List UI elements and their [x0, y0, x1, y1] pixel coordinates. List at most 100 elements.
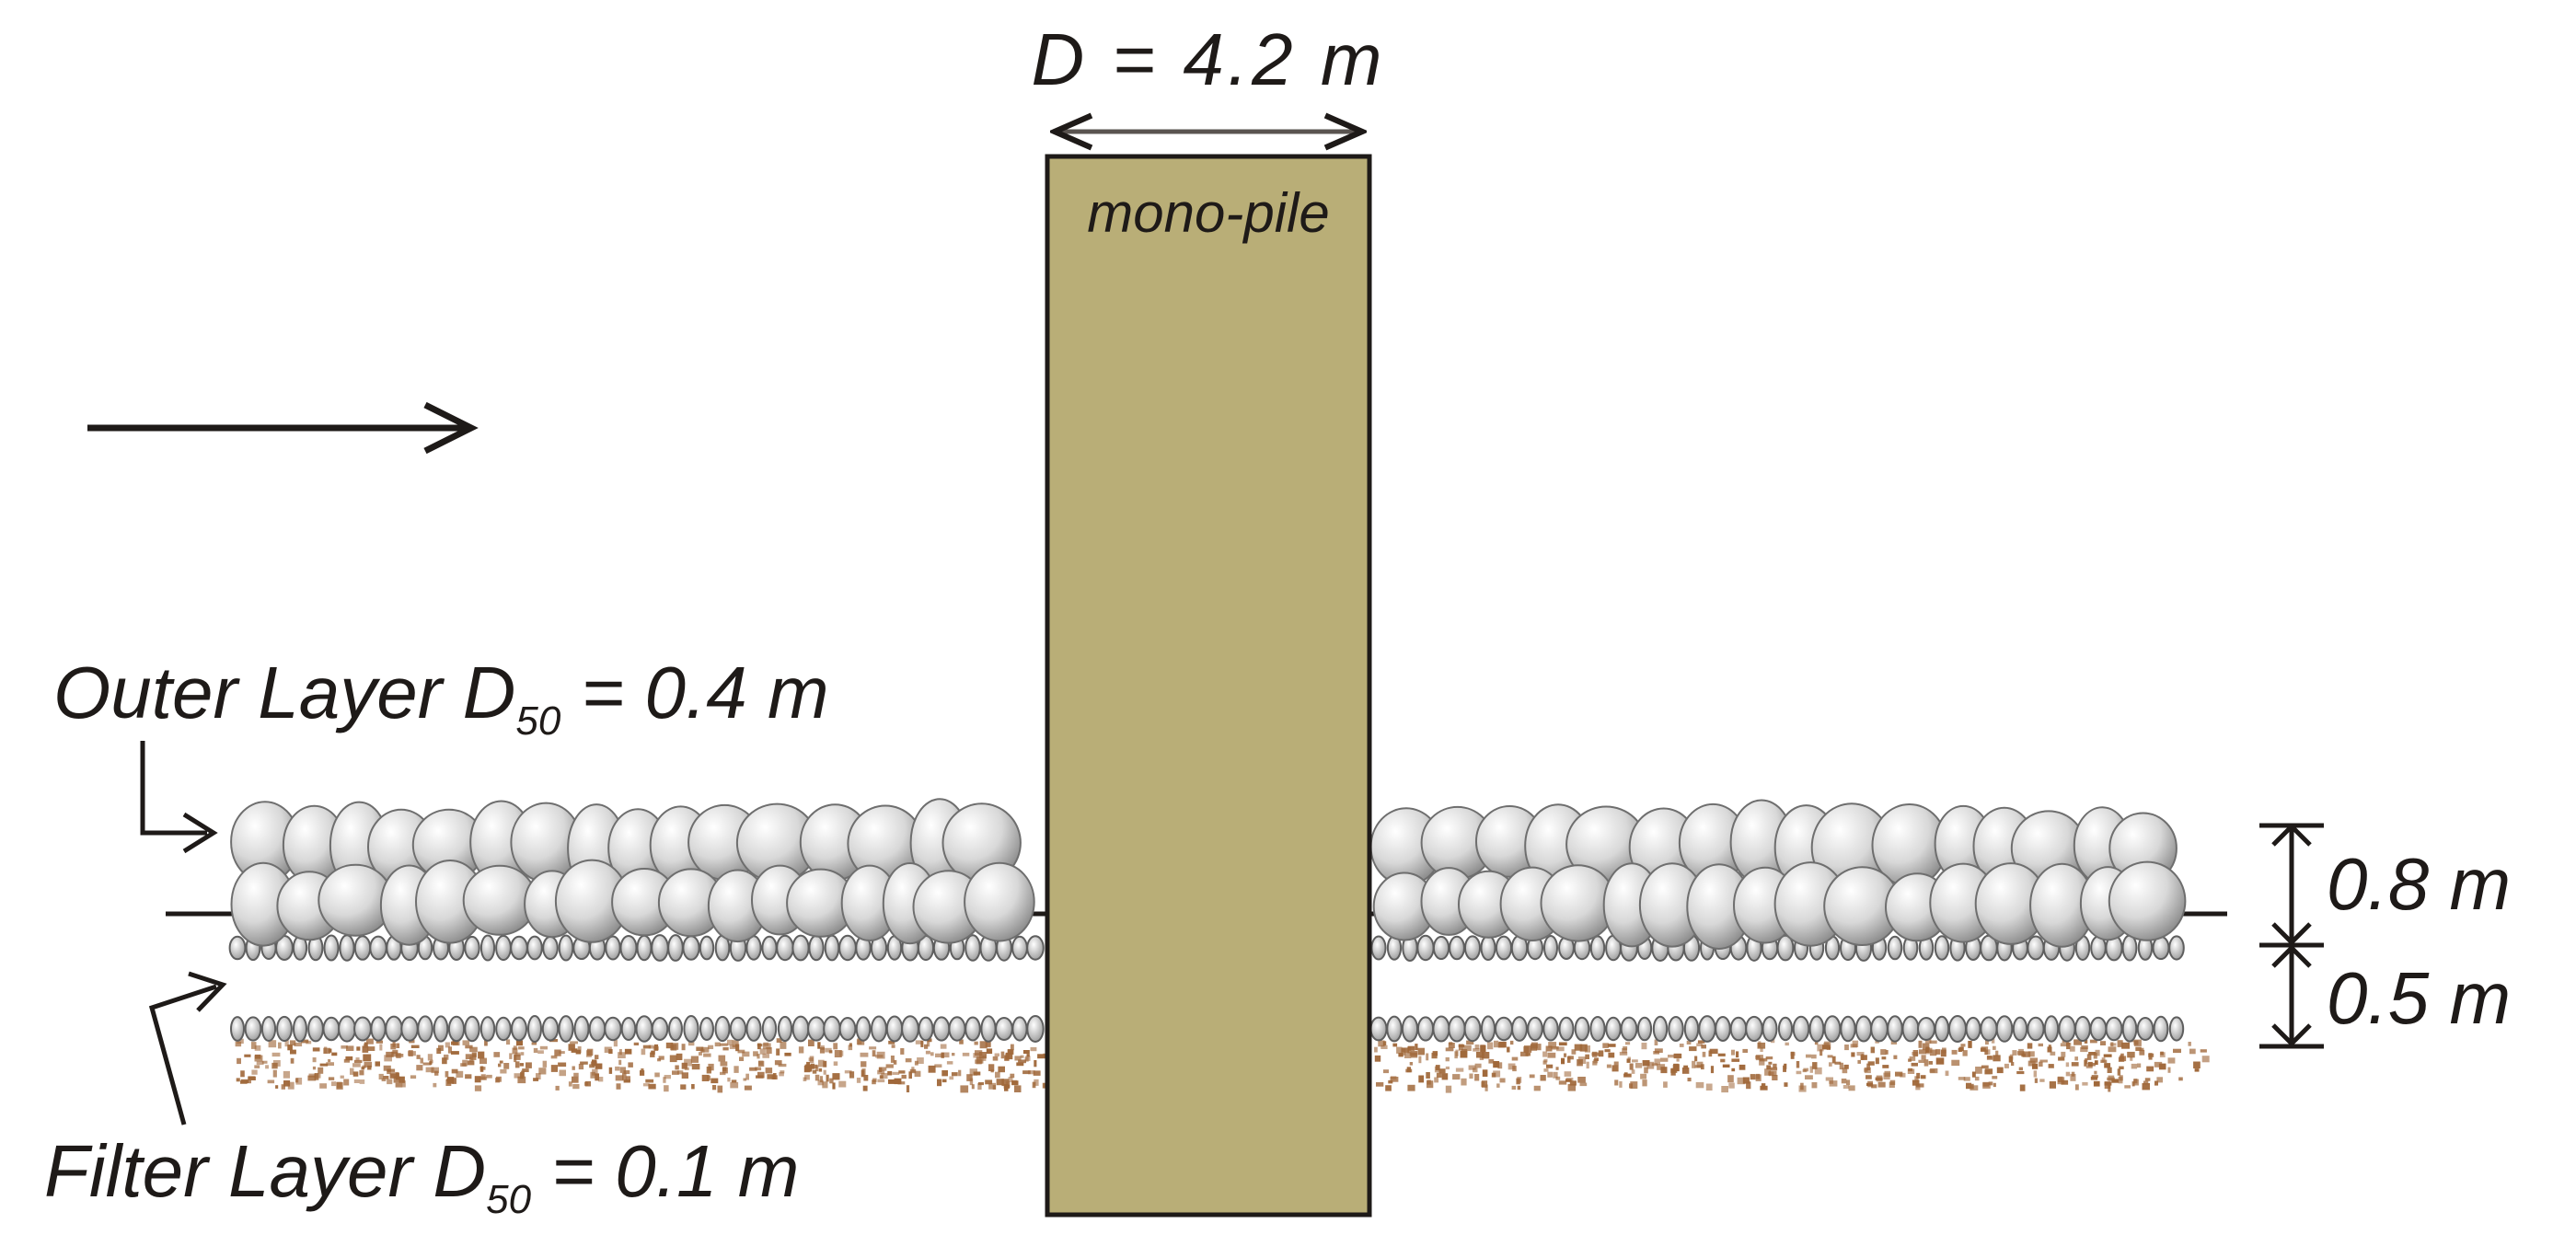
sediment-grain [1493, 1070, 1501, 1078]
sediment-grain [1701, 1045, 1706, 1049]
sediment-grain [353, 1059, 363, 1064]
sediment-grain [2167, 1067, 2171, 1073]
sediment-grain [1811, 1054, 1817, 1059]
sediment-grain [804, 1064, 813, 1072]
sediment-grain [1001, 1079, 1010, 1087]
filter-pebble [1448, 1015, 1466, 1043]
filter-pebble [699, 1017, 714, 1041]
sediment-grain [1543, 1068, 1549, 1072]
sediment-grain [434, 1070, 439, 1076]
sediment-grain [749, 1067, 757, 1071]
sediment-grain [1670, 1068, 1676, 1076]
sediment-grain [1809, 1066, 1813, 1073]
sediment-grain [618, 1052, 626, 1058]
sediment-grain [1409, 1062, 1413, 1066]
sediment-grain [862, 1085, 868, 1091]
sediment-grain [1458, 1044, 1464, 1051]
sediment-grain [287, 1081, 295, 1090]
filter-pebble [1776, 934, 1795, 962]
sediment-grain [819, 1076, 823, 1083]
sediment-grain [1034, 1079, 1039, 1086]
filter-pebble [1901, 1015, 1920, 1043]
sediment-grain [1558, 1042, 1567, 1046]
filter-pebble [1715, 1016, 1731, 1042]
filter-pebble [791, 934, 810, 962]
sediment-grain [823, 1069, 826, 1075]
sediment-grain [690, 1056, 699, 1063]
sediment-grain [1630, 1081, 1638, 1089]
sediment-grain [555, 1085, 560, 1091]
sediment-grain [998, 1066, 1005, 1073]
sediment-grain [766, 1047, 772, 1054]
sediment-grain [834, 1050, 842, 1057]
sediment-grain [727, 1077, 731, 1082]
sediment-grain [409, 1039, 415, 1044]
sediment-grain [941, 1079, 947, 1083]
sediment-grain [1641, 1043, 1647, 1050]
sediment-grain [1613, 1061, 1619, 1066]
sediment-grain [969, 1068, 977, 1076]
sediment-grain [941, 1070, 948, 1077]
sediment-grain [1565, 1079, 1572, 1082]
sediment-grain [1406, 1067, 1411, 1073]
sediment-grain [1866, 1063, 1870, 1070]
sediment-grain [2008, 1056, 2014, 1063]
sediment-grain [616, 1083, 621, 1090]
sediment-grain [364, 1061, 373, 1068]
sediment-grain [829, 1078, 834, 1084]
sediment-grain [1654, 1058, 1660, 1066]
sediment-grain [2142, 1083, 2150, 1091]
sediment-grain [2154, 1080, 2158, 1086]
sediment-grain [1622, 1047, 1627, 1054]
sediment-grain [684, 1058, 692, 1067]
sediment-grain [479, 1076, 488, 1080]
filter-pebble [2043, 1015, 2060, 1043]
mono-pile-shape [1045, 154, 1372, 1218]
sediment-grain [1731, 1068, 1736, 1072]
sediment-grain [1604, 1049, 1611, 1053]
sediment-grain [712, 1085, 717, 1091]
sediment-grain [538, 1068, 547, 1075]
sediment-grain [1037, 1054, 1045, 1059]
sediment-grain [2119, 1066, 2124, 1069]
sediment-grain [362, 1045, 369, 1053]
filter-pebble [2074, 1015, 2091, 1043]
sediment-grain [1980, 1047, 1986, 1052]
sediment-grain [1765, 1056, 1773, 1060]
sediment-grain [294, 1042, 303, 1047]
sediment-grain [1687, 1078, 1692, 1082]
filter-pebble [588, 1016, 606, 1042]
sediment-grain [872, 1078, 877, 1082]
sediment-grain [779, 1072, 784, 1077]
sediment-grain [312, 1047, 320, 1052]
sediment-grain [1951, 1049, 1958, 1055]
sediment-grain [1918, 1059, 1925, 1063]
sediment-grain [2089, 1039, 2097, 1044]
sediment-grain [1561, 1057, 1565, 1065]
filter-pebble [1917, 1017, 1935, 1041]
sediment-grain [623, 1079, 630, 1083]
sediment-grain [1441, 1073, 1449, 1080]
sediment-grain [1958, 1077, 1966, 1080]
filter-pebble [323, 934, 340, 962]
sediment-grain [1731, 1049, 1735, 1056]
sediment-grain [743, 1078, 746, 1081]
sediment-grain [235, 1041, 242, 1047]
sediment-grain [969, 1078, 974, 1086]
sediment-grain [1822, 1045, 1831, 1050]
filter-pebble [1887, 935, 1903, 961]
sediment-grain [863, 1075, 869, 1081]
sediment-grain [1460, 1051, 1468, 1058]
sediment-grain [375, 1061, 380, 1067]
sediment-grain [1511, 1056, 1519, 1061]
sediment-grain [2004, 1063, 2009, 1068]
sediment-grain [1982, 1081, 1990, 1087]
sediment-grain [1790, 1051, 1795, 1059]
filter-pebble [1948, 1015, 1967, 1043]
sediment-grain [2130, 1056, 2133, 1061]
sediment-grain [554, 1049, 561, 1056]
sediment-grain [1654, 1039, 1658, 1045]
sediment-grain [818, 1059, 825, 1068]
armour-stone [2108, 860, 2187, 941]
sediment-grain [537, 1050, 544, 1054]
